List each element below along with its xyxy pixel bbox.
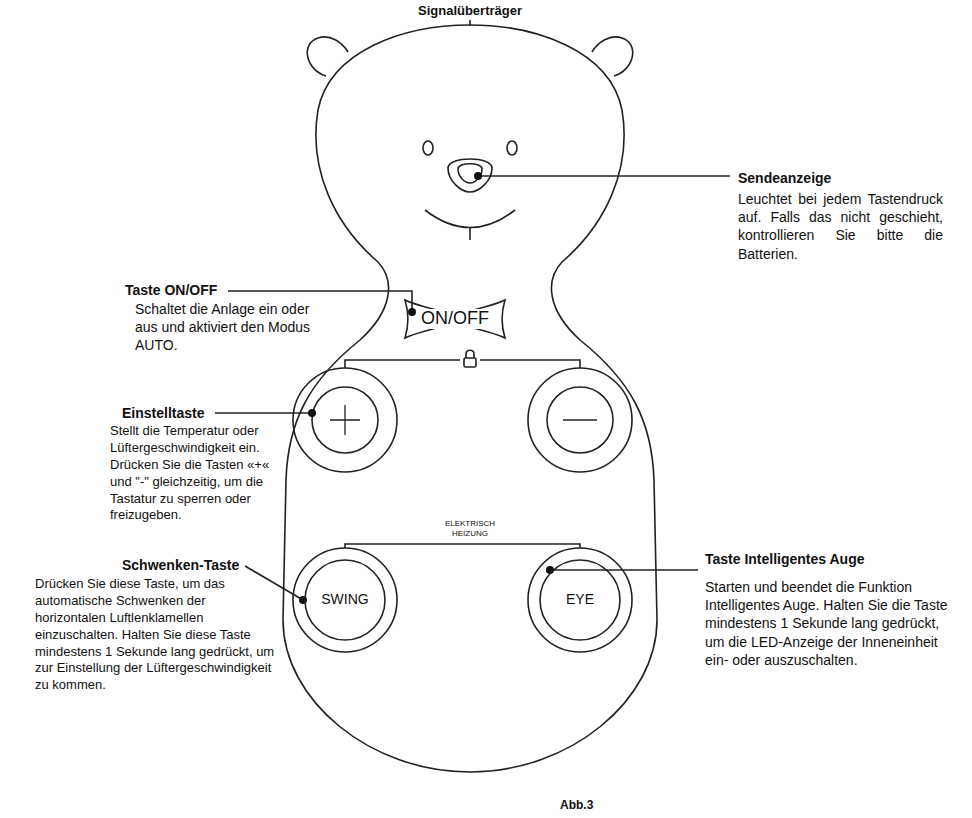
button-inner [540, 560, 620, 640]
minus-button-inner [547, 387, 613, 453]
callout-text: Drücken Sie diese Taste, um das automati… [35, 576, 275, 694]
plus-button-outer [293, 368, 397, 472]
callout-text: Stellt die Temperatur oder Lüftergeschwi… [110, 423, 282, 524]
round-button: EYE [526, 546, 634, 654]
leader-line [469, 20, 471, 26]
plus-button-inner [312, 387, 378, 453]
leader-dot [408, 308, 416, 316]
round-button: SWING [291, 546, 399, 654]
callout-heading: Einstelltaste [122, 404, 282, 422]
eye [423, 141, 433, 155]
button-label: SWING [319, 592, 370, 607]
leader-line [480, 175, 730, 177]
leader-line [550, 569, 698, 571]
lock-shackle [466, 350, 474, 358]
button-inner [305, 560, 385, 640]
callout-heading: Signalüberträger [400, 3, 540, 20]
minus-symbol [563, 419, 597, 420]
callout-heading: Taste ON/OFF [125, 281, 325, 299]
mouth-stem [469, 228, 471, 240]
callout-text: Starten und beendet die Funktion Intelli… [705, 578, 955, 669]
callout-text: ELEKTRISCH HEIZUNG [440, 519, 500, 540]
plus-symbol [330, 405, 360, 435]
button-outer [528, 548, 632, 652]
bowtie-button: ON/OFF [405, 298, 505, 340]
button-label: EYE [564, 592, 596, 607]
callout-text: Leuchtet bei jedem Tastendruck auf. Fall… [738, 190, 943, 263]
leader-line [215, 412, 312, 414]
minus-button-outer [528, 368, 632, 472]
mouth [425, 210, 515, 228]
callout-heading: Sendeanzeige [738, 169, 943, 187]
lock-bracket [345, 360, 580, 368]
right-ear [592, 37, 633, 76]
button-outer [293, 548, 397, 652]
callout-heading: Schwenken-Taste [122, 556, 282, 574]
eye [507, 141, 517, 155]
callout-text: Schaltet die Anlage ein oder aus und akt… [135, 300, 335, 355]
callout-heading: Taste Intelligentes Auge [705, 550, 955, 568]
remote-body [283, 25, 657, 772]
callout-heading: Abb.3 [560, 798, 640, 814]
lock-icon [464, 358, 476, 367]
leader-line [245, 566, 303, 600]
nose-inner [458, 164, 482, 183]
button-label: ON/OFF [419, 309, 491, 329]
leader-dot [308, 409, 316, 417]
left-ear [307, 37, 348, 76]
heating-bracket [345, 544, 580, 548]
leader-dot [474, 172, 482, 180]
